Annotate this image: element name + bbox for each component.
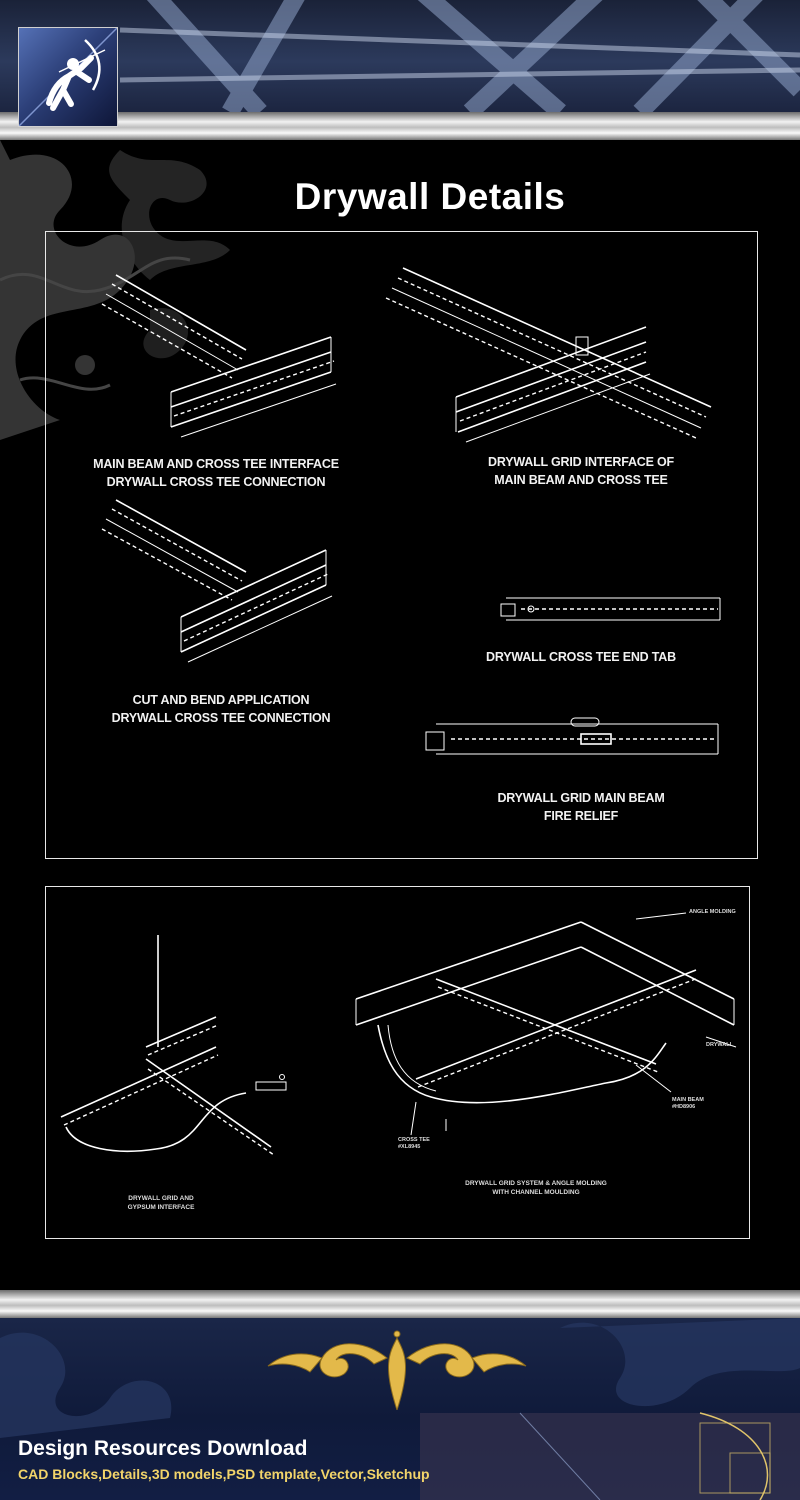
archer-logo-icon [18, 27, 118, 127]
bottom-panel-drawings [60, 912, 737, 1156]
grid-system-drawing [355, 912, 737, 1136]
detail-1-drawing [101, 274, 337, 438]
top-detail-panel: MAIN BEAM AND CROSS TEE INTERFACE DRYWAL… [45, 231, 758, 859]
gypsum-interface-drawing [60, 935, 287, 1156]
gold-ornament-icon [267, 1330, 527, 1410]
top-panel-drawings [101, 267, 721, 755]
main-beam-callout: MAIN BEAM #HD8906 [672, 1097, 704, 1110]
steel-divider-top [0, 112, 800, 140]
drywall-callout: DRYWALL [706, 1042, 733, 1048]
detail-caption: DRYWALL GRID MAIN BEAM FIRE RELIEF [497, 791, 665, 823]
footer-background-graphic [0, 1318, 800, 1500]
steel-truss-graphic [119, 0, 800, 112]
bottom-detail-panel: ANGLE MOLDING DRYWALL MAIN BEAM #HD8906 … [45, 886, 750, 1239]
header-banner [0, 0, 800, 112]
grid-system-caption: DRYWALL GRID SYSTEM & ANGLE MOLDING WITH… [465, 1180, 607, 1196]
detail-2-drawing [385, 267, 712, 443]
footer-title: Design Resources Download [18, 1437, 308, 1460]
detail-caption: MAIN BEAM AND CROSS TEE INTERFACE DRYWAL… [93, 457, 339, 489]
detail-5-drawing [425, 717, 719, 755]
detail-4-drawing [500, 597, 721, 621]
detail-3-drawing [101, 499, 333, 663]
gypsum-interface-caption: DRYWALL GRID AND GYPSUM INTERFACE [127, 1195, 195, 1211]
angle-molding-callout: ANGLE MOLDING [689, 909, 736, 915]
footer-subtitle: CAD Blocks,Details,3D models,PSD templat… [18, 1466, 430, 1482]
page-title: Drywall Details [294, 176, 566, 217]
footer-banner [0, 1318, 800, 1500]
detail-caption: DRYWALL GRID INTERFACE OF MAIN BEAM AND … [488, 455, 674, 487]
cross-tee-callout: CROSS TEE #XL8945 [398, 1137, 430, 1150]
detail-caption: DRYWALL CROSS TEE END TAB [486, 650, 676, 664]
detail-caption: CUT AND BEND APPLICATION DRYWALL CROSS T… [111, 693, 331, 725]
damask-ornament-icon [0, 140, 230, 440]
steel-divider-bottom [0, 1290, 800, 1318]
